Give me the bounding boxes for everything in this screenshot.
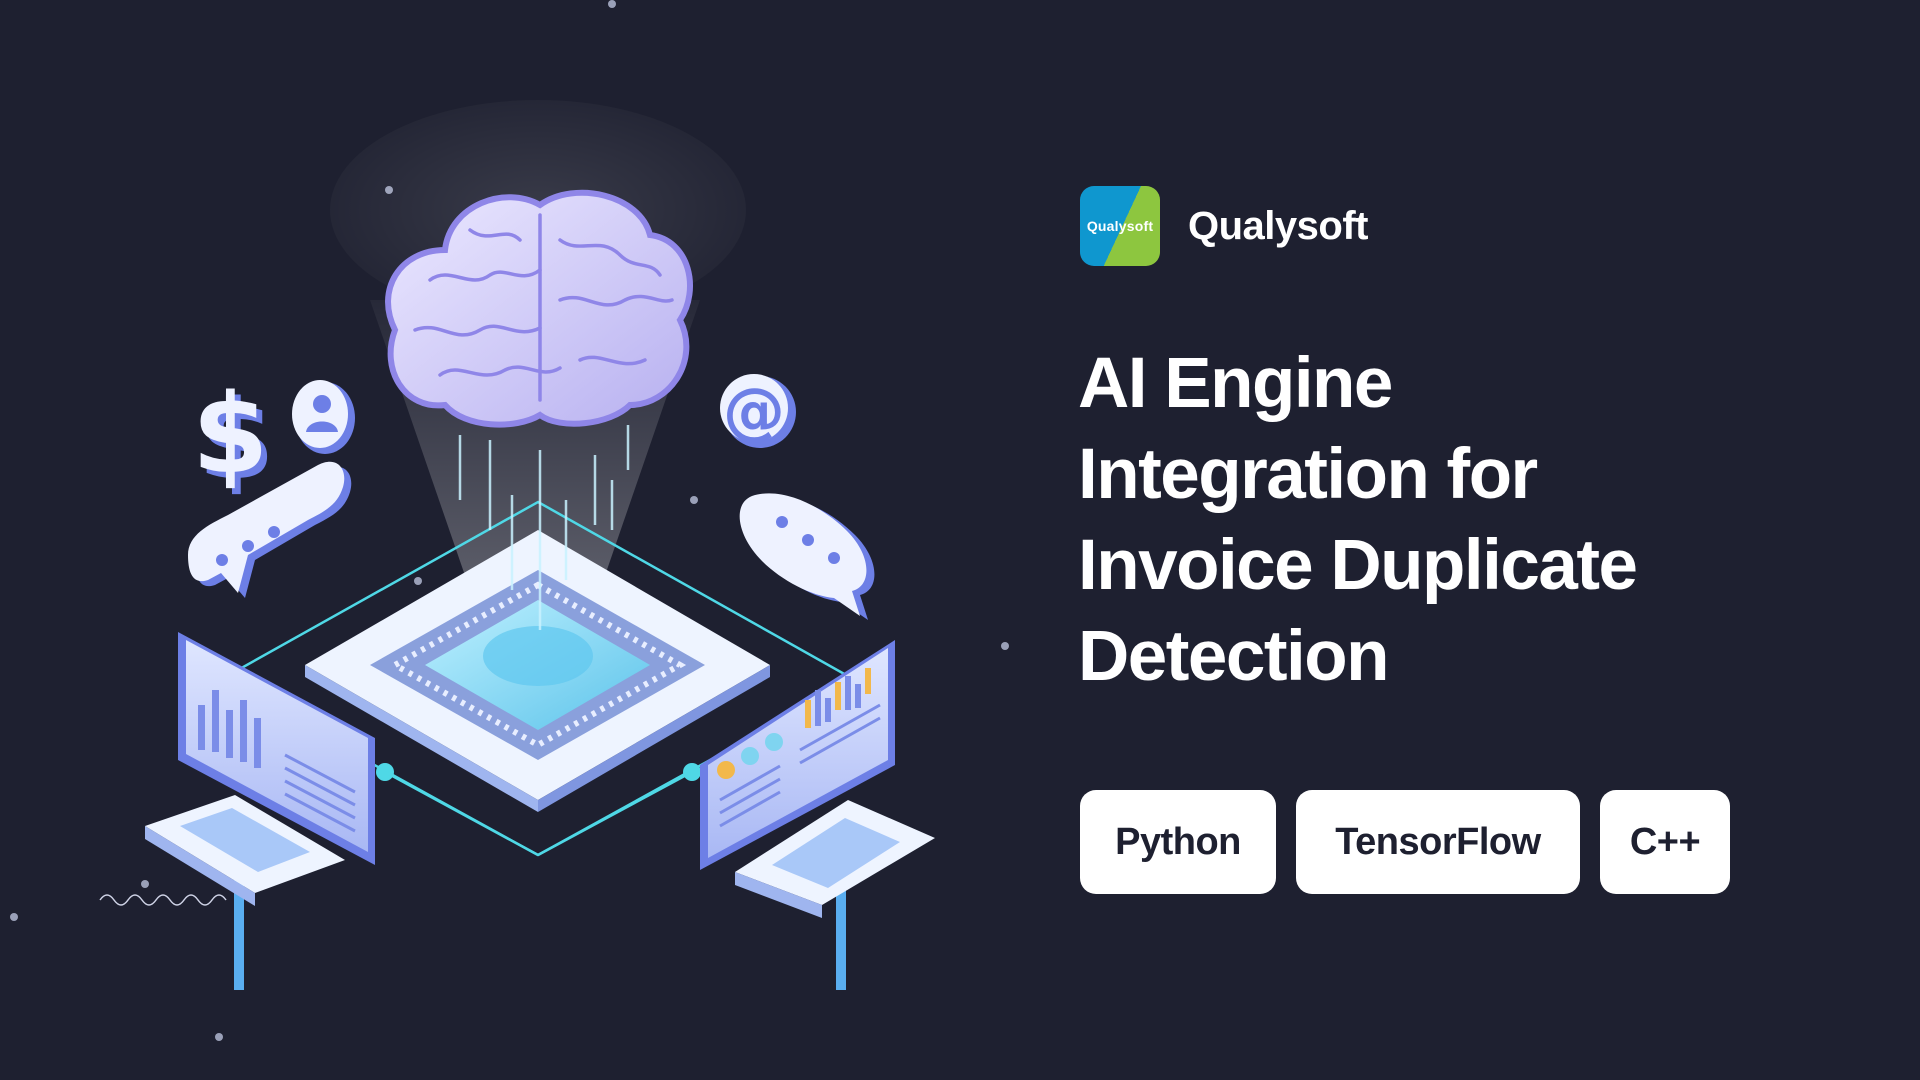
decor-dot (141, 880, 149, 888)
logo-text: Qualysoft (1086, 218, 1154, 234)
monitor-icon (700, 640, 895, 870)
chat-bubble-icon (739, 493, 875, 620)
decor-dot (1001, 642, 1009, 650)
brand-name: Qualysoft (1188, 203, 1368, 248)
title-line: Integration for (1078, 435, 1538, 514)
tag-tensorflow: TensorFlow (1296, 790, 1580, 894)
monitor-icon (178, 632, 375, 865)
brand-header: Qualysoft Qualysoft (1080, 186, 1368, 266)
title-line: Invoice Duplicate (1078, 526, 1638, 605)
decor-dot (690, 496, 698, 504)
decor-dot (10, 913, 18, 921)
keyboard-icon (735, 800, 935, 990)
keyboard-icon (145, 795, 345, 990)
tag-python: Python (1080, 790, 1276, 894)
svg-text:$: $ (198, 376, 275, 504)
svg-text:$: $ (192, 370, 269, 498)
decor-dot (414, 577, 422, 585)
brain-icon (385, 189, 693, 428)
decor-dot (215, 1033, 223, 1041)
decor-dot (608, 0, 616, 8)
svg-text:@: @ (723, 374, 785, 447)
qualysoft-logo: Qualysoft (1080, 186, 1160, 266)
user-icon (292, 380, 355, 454)
ai-processor-illustration: $ $ @ (99, 100, 935, 990)
chat-bubble-icon (188, 461, 352, 598)
dollar-icon: $ $ (192, 370, 275, 504)
page-title: AI Engine Integration for Invoice Duplic… (1078, 338, 1838, 702)
tech-tags: Python TensorFlow C++ (1080, 790, 1730, 894)
title-line: AI Engine (1078, 344, 1393, 423)
tag-cpp: C++ (1600, 790, 1730, 894)
at-sign-icon: @ (720, 374, 796, 448)
title-line: Detection (1078, 617, 1390, 696)
